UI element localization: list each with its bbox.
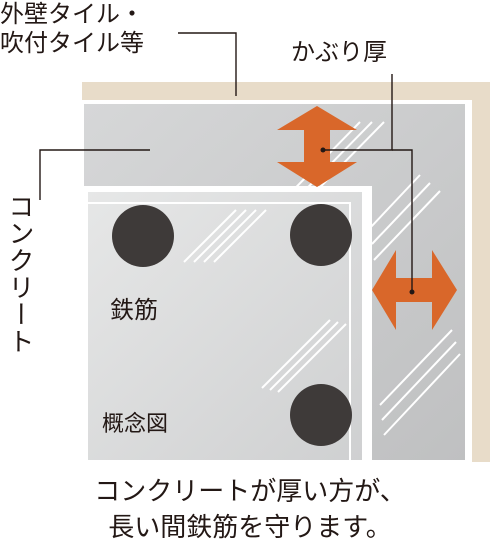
rebar-bottom-right [290, 384, 352, 446]
concrete-label: コンクリート [4, 193, 34, 355]
concept-diagram-label: 概念図 [102, 412, 169, 437]
tile-label-line2: 吹付タイル等 [0, 28, 144, 57]
caption-line1: コンクリートが厚い方が、 [94, 477, 406, 507]
marker-dot-top [320, 147, 326, 153]
inner-highlight [88, 202, 351, 460]
caption: コンクリートが厚い方が、 長い間鉄筋を守ります。 [0, 474, 500, 546]
cover-thickness-label: かぶり厚 [291, 38, 387, 66]
leader-lines [39, 32, 413, 292]
rebar-top-right [290, 204, 352, 266]
tile-label: 外壁タイル・ 吹付タイル等 [0, 0, 144, 58]
marker-dot-side [409, 289, 415, 295]
rebar-label: 鉄筋 [110, 296, 158, 324]
caption-line2: 長い間鉄筋を守ります。 [108, 513, 392, 543]
cover-arrow-vertical [277, 106, 357, 187]
cover-arrow-horizontal [372, 250, 457, 330]
rebar-top-left [112, 205, 174, 267]
hatch-inner [183, 209, 347, 393]
tile-label-line1: 外壁タイル・ [0, 0, 144, 28]
